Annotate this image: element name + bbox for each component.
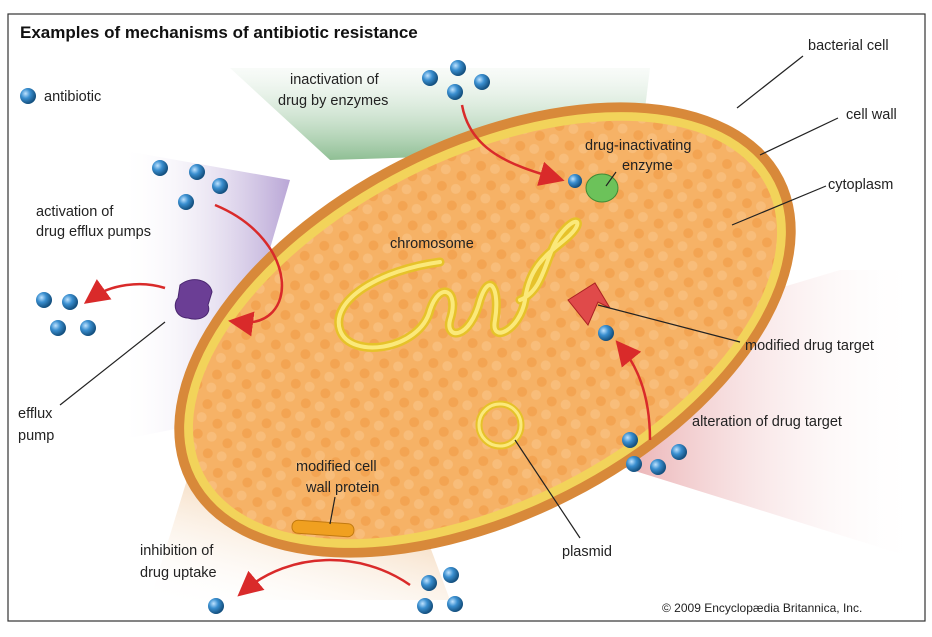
legend-antibiotic-label: antibiotic (44, 89, 101, 105)
label-bacterial-cell: bacterial cell (808, 38, 889, 54)
antibiotic-molecules (20, 60, 687, 614)
diagram-title: Examples of mechanisms of antibiotic res… (20, 23, 418, 42)
arrow-target (615, 340, 652, 441)
label-alteration: alteration of drug target (692, 414, 842, 430)
label-cytoplasm: cytoplasm (828, 177, 893, 193)
label-uptake-1: inhibition of (140, 543, 214, 559)
legend-antibiotic-icon (20, 88, 36, 104)
arrows (83, 104, 652, 597)
leader-lines (59, 55, 839, 539)
arrow-uptake (237, 558, 411, 597)
modified-drug-target (567, 282, 612, 326)
label-inactivation-2: drug by enzymes (278, 93, 388, 109)
label-modified-wall-1: modified cell (296, 459, 377, 475)
arrow-efflux (83, 279, 166, 304)
efflux-pump (174, 279, 213, 320)
label-efflux-pump-2: pump (18, 428, 54, 444)
label-modified-wall-2: wall protein (305, 480, 379, 496)
label-uptake-2: drug uptake (140, 565, 217, 581)
label-efflux-pump-1: efflux (18, 406, 53, 422)
modified-cell-wall-protein (291, 519, 355, 538)
label-inactivation-1: inactivation of (290, 72, 380, 88)
arrow-inactivation (460, 104, 565, 186)
copyright: © 2009 Encyclopædia Britannica, Inc. (662, 601, 862, 615)
arrow-into-cell (214, 203, 284, 337)
label-efflux-activation-1: activation of (36, 204, 114, 220)
label-efflux-activation-2: drug efflux pumps (36, 224, 151, 240)
label-chromosome: chromosome (390, 236, 474, 252)
label-enzyme-2: enzyme (622, 158, 673, 174)
label-plasmid: plasmid (562, 544, 612, 560)
label-enzyme-1: drug-inactivating (585, 138, 691, 154)
label-cell-wall: cell wall (846, 107, 897, 123)
enzyme (585, 173, 619, 203)
label-modified-drug-target: modified drug target (745, 338, 874, 354)
